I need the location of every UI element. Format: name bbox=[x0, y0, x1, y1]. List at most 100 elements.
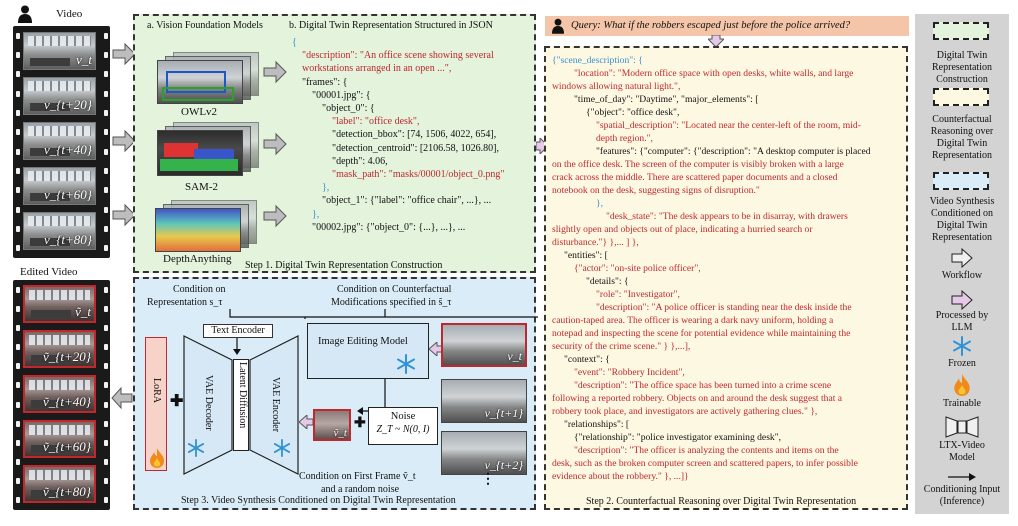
json-line: "relationships": [ bbox=[564, 419, 630, 430]
text-encoder-label: Text Encoder bbox=[211, 325, 265, 336]
json-line: desk, such as the broken computer screen… bbox=[552, 458, 858, 469]
frame-label: v_{t+80} bbox=[43, 232, 92, 247]
step2-caption: Step 2. Counterfactual Reasoning over Di… bbox=[586, 496, 857, 507]
frame-label: v_{t+60} bbox=[43, 187, 92, 202]
json-key: "description": "An office scene showing … bbox=[302, 50, 494, 62]
flame-icon bbox=[954, 374, 970, 396]
output-arrow bbox=[111, 386, 133, 410]
json-line: {"scene_description": { bbox=[552, 55, 643, 66]
json-line: "features": {"computer": {"description":… bbox=[596, 146, 871, 157]
json-line: "object_0": { bbox=[322, 103, 375, 115]
legend-item: Workflow bbox=[941, 270, 983, 281]
video-to-models-arrows bbox=[112, 42, 136, 227]
edited-frame: ṽ_{t+80} bbox=[23, 465, 96, 503]
video-frame: v_{t+80} bbox=[23, 212, 96, 250]
step1-caption: Step 1. Digital Twin Representation Cons… bbox=[245, 260, 443, 271]
frame-label: ṽ_{t+60} bbox=[42, 439, 91, 454]
json-line: }, bbox=[322, 182, 330, 194]
edited-video-title: Edited Video bbox=[20, 266, 78, 278]
latent-diffusion-label: Latent Diffusion bbox=[237, 362, 248, 429]
cond-repr: Condition on bbox=[173, 284, 226, 295]
json-line: "details": { bbox=[586, 276, 629, 287]
json-line: {"relationship": "police investigator ex… bbox=[574, 432, 782, 443]
json-line: "description": "The officer is analyzing… bbox=[574, 445, 839, 456]
frame-label: ṽ_{t+20} bbox=[42, 349, 91, 364]
legend-swatch-blue bbox=[933, 172, 989, 190]
json-line: "event": "Robbery Incident", bbox=[574, 367, 685, 378]
edited-video-filmstrip: ṽ_t ṽ_{t+20} ṽ_{t+40} ṽ_{t+60} ṽ_{t+80} bbox=[13, 280, 110, 510]
json-line: "00001.jpg": { bbox=[312, 89, 371, 101]
json-line: "desk_state": "The desk appears to be in… bbox=[606, 211, 848, 222]
noise-formula: Z_T ~ N(0, I) bbox=[376, 423, 430, 435]
plus-sign: ✚ bbox=[354, 416, 366, 431]
json-line: workstations arranged in an open ...", bbox=[302, 63, 452, 75]
model-depthanything: DepthAnything bbox=[163, 253, 232, 265]
text-encoder-box: Text Encoder bbox=[203, 324, 273, 338]
edited-first-frame: ṽ_t bbox=[313, 409, 351, 441]
cond-cf2: Modifications specified in s̃_τ bbox=[331, 297, 452, 308]
json-line: "location": "Modern office space with op… bbox=[574, 68, 854, 79]
legend-item: Trainable bbox=[943, 398, 981, 409]
workflow-arrow-icon bbox=[951, 248, 973, 268]
query-text: Query: What if the robbers escaped just … bbox=[571, 20, 851, 31]
depthanything-images bbox=[155, 200, 259, 254]
owlv2-images bbox=[157, 52, 261, 104]
query-arrow bbox=[708, 35, 724, 47]
json-line: {"actor": "on-site police officer", bbox=[574, 263, 701, 274]
cond-first: Condition on First Frame ṽ_t bbox=[299, 471, 416, 482]
input-frame: v_{t+1} bbox=[441, 379, 527, 423]
sam2-images bbox=[157, 122, 261, 178]
json-line: slightly open and objects out of place, … bbox=[552, 224, 813, 235]
model-owlv2: OWLv2 bbox=[181, 106, 218, 118]
cond-first2: and a random noise bbox=[321, 484, 400, 495]
legend-item: Conditioning Input (Inference) bbox=[923, 484, 1001, 507]
json-line: "mask_path": "masks/00001/object_0.png" bbox=[332, 169, 505, 181]
json-line: notepad and inspecting the scene for pot… bbox=[552, 328, 851, 339]
flame-icon bbox=[150, 448, 164, 468]
query-box: Query: What if the robbers escaped just … bbox=[545, 16, 909, 36]
frame-label: v_{t+40} bbox=[43, 142, 92, 157]
frame-label: ṽ_{t+80} bbox=[42, 484, 91, 499]
json-line: { bbox=[292, 37, 297, 48]
video-frame: v_{t+40} bbox=[23, 122, 96, 160]
json-line: "entities": [ bbox=[564, 250, 608, 261]
person-icon bbox=[552, 18, 564, 34]
json-line: caution-taped area. The officer is weari… bbox=[552, 315, 834, 326]
edited-frame: ṽ_t bbox=[23, 285, 96, 323]
snowflake-icon bbox=[187, 439, 205, 457]
json-line: disturbance."} },... ] }, bbox=[552, 237, 639, 248]
legend-item: Video Synthesis Conditioned on Digital T… bbox=[929, 196, 995, 243]
json-line: "00002.jpg": {"object_0": {...}, ...}, .… bbox=[312, 221, 466, 233]
video-frame: v_t bbox=[23, 32, 96, 70]
vae-encoder-label: VAE Encoder bbox=[270, 377, 281, 433]
step2-panel: {"scene_description": { "location": "Mod… bbox=[544, 46, 908, 510]
json-line: }, bbox=[312, 208, 320, 220]
legend-item: Processed by LLM bbox=[935, 310, 989, 333]
json-line: "description": "The office space has bee… bbox=[574, 380, 832, 391]
latent-diffusion-box: Latent Diffusion bbox=[233, 359, 249, 451]
llm-arrow-icon bbox=[951, 290, 973, 310]
model-sam2: SAM-2 bbox=[185, 181, 219, 193]
json-line: "description": "A police officer is stan… bbox=[596, 302, 852, 313]
snowflake-icon bbox=[273, 439, 291, 457]
json-line: }, bbox=[596, 198, 604, 209]
step1-sub-a: a. Vision Foundation Models bbox=[147, 20, 263, 31]
edited-frame: ṽ_{t+20} bbox=[23, 330, 96, 368]
frame-label: ṽ_t bbox=[75, 304, 91, 319]
frame-label: v_t bbox=[76, 52, 92, 67]
legend-item: Frozen bbox=[948, 358, 976, 369]
input-frame: v_{t+2} bbox=[441, 431, 527, 475]
video-frame: v_{t+20} bbox=[23, 77, 96, 115]
vae-decoder-label: VAE Decoder bbox=[203, 375, 214, 431]
conditioning-arrow-icon bbox=[948, 473, 976, 481]
json-line: security of the crime scene." } },...], bbox=[552, 341, 691, 352]
json-line: notebook on the desk, suggesting signs o… bbox=[552, 185, 760, 196]
first-frame-label: ṽ_t bbox=[333, 427, 347, 439]
json-line: "depth": 4.06, bbox=[332, 155, 388, 167]
frame-label: v_{t+20} bbox=[43, 97, 92, 112]
plus-sign: ✚ bbox=[170, 393, 184, 410]
json-line: "frames": { bbox=[302, 76, 348, 88]
image-editing-box: Image Editing Model bbox=[307, 323, 429, 379]
video-frame: v_{t+60} bbox=[23, 167, 96, 205]
json-line: windows allowing natural light.", bbox=[552, 81, 681, 92]
